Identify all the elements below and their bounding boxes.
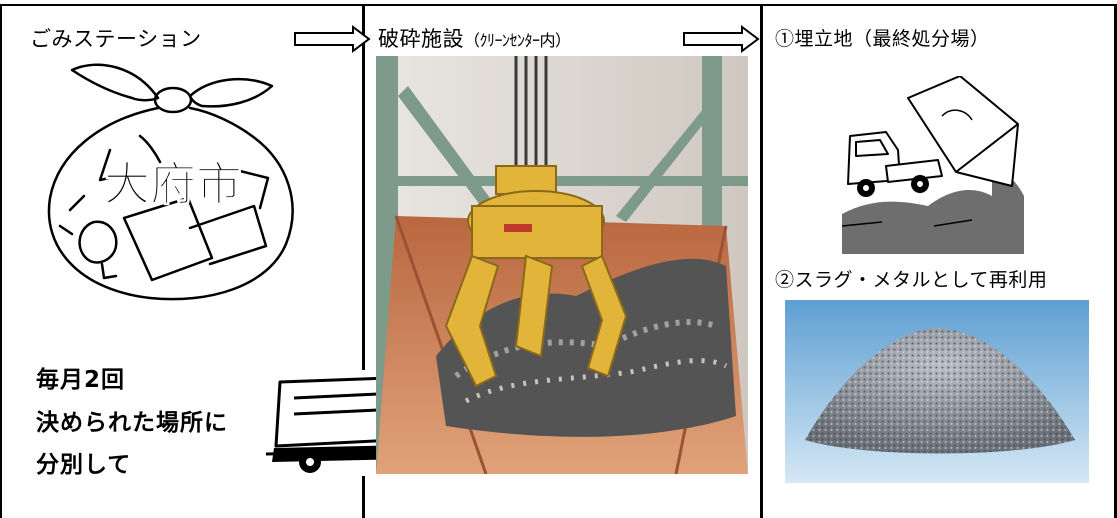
landfill-heading: ①埋立地（最終処分場） xyxy=(775,28,990,50)
bag-city-label: 大府市 xyxy=(104,157,242,211)
divider-1 xyxy=(362,4,365,518)
crushing-heading-main: 破砕施設 xyxy=(378,27,464,51)
right-border xyxy=(1114,4,1117,518)
flow-arrow-icon xyxy=(682,24,762,54)
slag-metal-photo xyxy=(785,300,1089,483)
crushing-heading-sub: （ｸﾘｰﾝｾﾝﾀｰ内） xyxy=(464,31,571,50)
crushing-heading: 破砕施設（ｸﾘｰﾝｾﾝﾀｰ内） xyxy=(378,27,571,53)
station-heading: ごみステーション xyxy=(30,27,202,51)
recycle-heading: ②スラグ・メタルとして再利用 xyxy=(775,269,1048,291)
schedule-line-3: 分別して xyxy=(36,452,132,478)
crane-hopper-photo xyxy=(376,56,748,474)
garbage-bag-icon: 大府市 xyxy=(40,58,312,304)
schedule-line-1: 毎月2回 xyxy=(36,367,126,393)
divider-2 xyxy=(760,4,763,518)
schedule-line-2: 決められた場所に xyxy=(36,410,228,436)
flow-arrow-icon xyxy=(293,24,373,54)
left-border xyxy=(0,4,2,518)
dump-truck-icon xyxy=(842,76,1024,254)
top-border xyxy=(0,4,1117,6)
